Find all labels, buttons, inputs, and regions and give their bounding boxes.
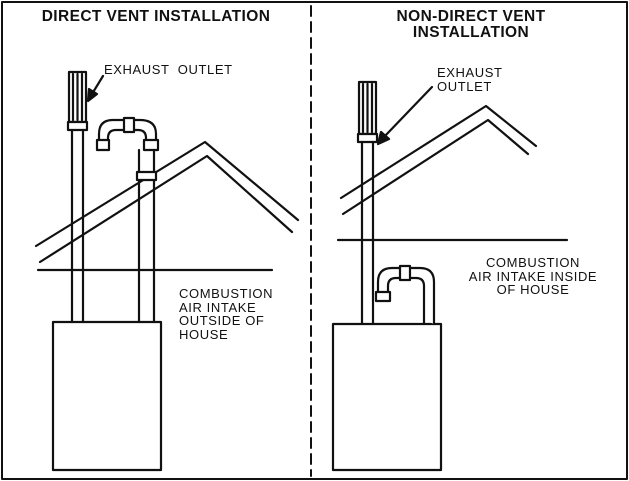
roof-right [339, 104, 538, 216]
water-heater-tank-left [51, 320, 163, 472]
direct-vent-title: DIRECT VENT INSTALLATION [41, 8, 271, 25]
intake-pipe-right [374, 264, 436, 326]
roof-left [34, 140, 300, 264]
exhaust-pipe-right [356, 80, 379, 326]
combustion-air-outside-label: COMBUSTION AIR INTAKE OUTSIDE OF HOUSE [179, 286, 274, 342]
combustion-air-inside-label: COMBUSTION AIR INTAKE INSIDE OF HOUSE [468, 255, 598, 298]
exhaust-arrow-right [376, 85, 434, 146]
intake-pipe-left [95, 116, 160, 324]
exhaust-outlet-label-right: EXHAUST OUTLET [437, 65, 503, 94]
exhaust-arrow-left [86, 74, 105, 103]
non-direct-vent-title: NON-DIRECT VENT INSTALLATION [396, 8, 546, 42]
non-direct-vent-drawing [331, 80, 569, 472]
exhaust-outlet-label-left: EXHAUST OUTLET [104, 62, 233, 77]
direct-vent-drawing [34, 70, 300, 472]
exhaust-pipe-left [66, 70, 89, 324]
water-heater-tank-right [331, 322, 443, 472]
